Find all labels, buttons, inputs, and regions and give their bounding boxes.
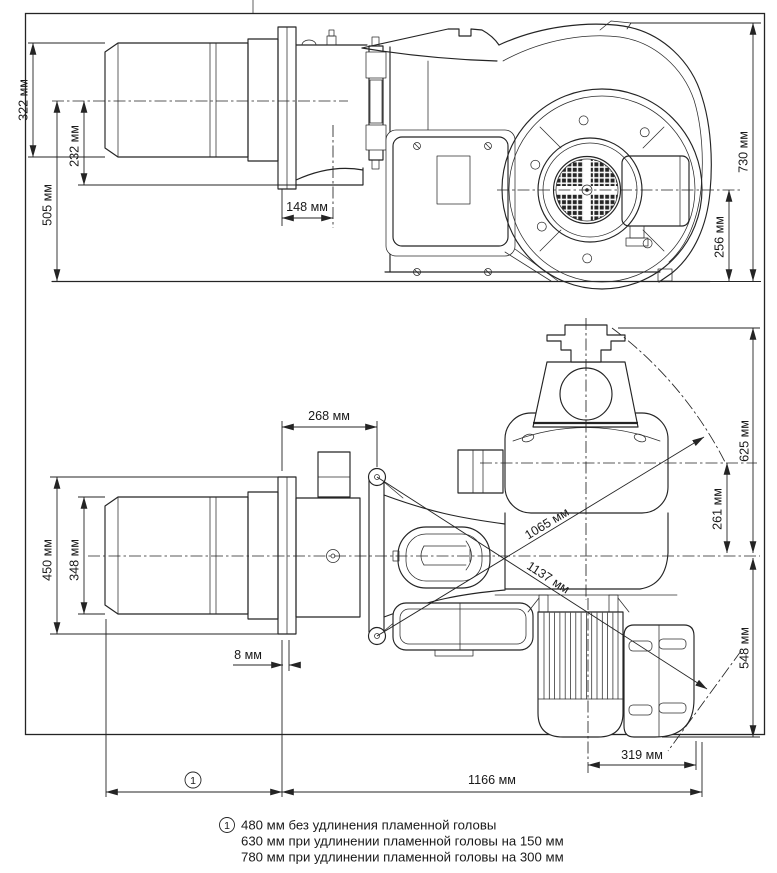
dim-label-625: 625 мм (737, 420, 751, 462)
control-panel (392, 136, 509, 247)
fan-scroll-outline (498, 23, 712, 283)
footnote-line-2: 630 мм при удлинении пламенной головы на… (241, 834, 564, 849)
dim-label-505: 505 мм (40, 184, 54, 226)
motor-finned-body (537, 611, 624, 738)
terminal-box-slots (628, 638, 687, 716)
air-intake-scoop (361, 28, 500, 49)
blower-motor-plan (527, 594, 695, 738)
dim-label-548: 548 мм (737, 627, 751, 669)
solenoid-block (457, 449, 504, 494)
footnote-marker-number: 1 (224, 820, 230, 832)
drawing-frame (24, 12, 766, 736)
hinge-rail (365, 36, 387, 170)
dim-label-256: 256 мм (712, 216, 726, 258)
servo-actuator (532, 324, 639, 428)
callout-1-number: 1 (190, 775, 196, 787)
dim-label-8: 8 мм (234, 648, 262, 662)
motor-body-side (621, 155, 690, 227)
dim-label-261: 261 мм (710, 488, 724, 530)
flame-head (104, 38, 279, 162)
footnote-line-3: 780 мм при удлинении пламенной головы на… (241, 850, 564, 865)
dim-label-730: 730 мм (736, 131, 750, 173)
dim-label-268: 268 мм (308, 409, 350, 423)
dim-label-450: 450 мм (40, 539, 54, 581)
footnote: 1 480 мм без удлинения пламенной головы … (219, 817, 564, 865)
fan-spokes (539, 126, 665, 252)
dim-label-319: 319 мм (621, 748, 663, 762)
burner-housing (51, 20, 712, 283)
dim-label-148: 148 мм (286, 200, 328, 214)
swing-radius-1065 (376, 436, 705, 637)
dim-label-322: 322 мм (16, 79, 30, 121)
bolt-holes (530, 115, 653, 264)
side-view-dimensions: 322 мм 232 мм 505 мм 148 мм 730 мм 256 м… (16, 22, 761, 282)
footnote-line-1: 480 мм без удлинения пламенной головы (241, 818, 496, 833)
panel-label (436, 155, 471, 205)
oil-pump-unit (392, 602, 534, 657)
mounting-flange-plan (277, 476, 361, 635)
side-view: 322 мм 232 мм 505 мм 148 мм 730 мм 256 м… (16, 20, 761, 290)
callout-1-circle (184, 771, 202, 789)
flame-head-plan (104, 491, 279, 620)
dim-label-348: 348 мм (67, 539, 81, 581)
mounting-flange (277, 26, 368, 190)
dim-label-232: 232 мм (67, 125, 81, 167)
swung-axis-line (667, 650, 742, 752)
fan-inlet-dome (392, 526, 491, 589)
swing-arc (611, 327, 726, 463)
dim-label-1137: 1137 мм (524, 559, 572, 597)
plan-view-dimensions: 450 мм 348 мм 268 мм 625 мм 261 мм 548 м… (40, 318, 760, 797)
footnote-marker-circle (219, 817, 235, 833)
plan-view: 1065 мм 1137 мм 450 мм 348 мм 268 мм 625… (40, 318, 760, 797)
servo-cover (532, 361, 639, 428)
dim-label-1166: 1166 мм (468, 773, 516, 787)
motor-fins (537, 612, 624, 700)
swing-radius-1137 (376, 476, 708, 690)
